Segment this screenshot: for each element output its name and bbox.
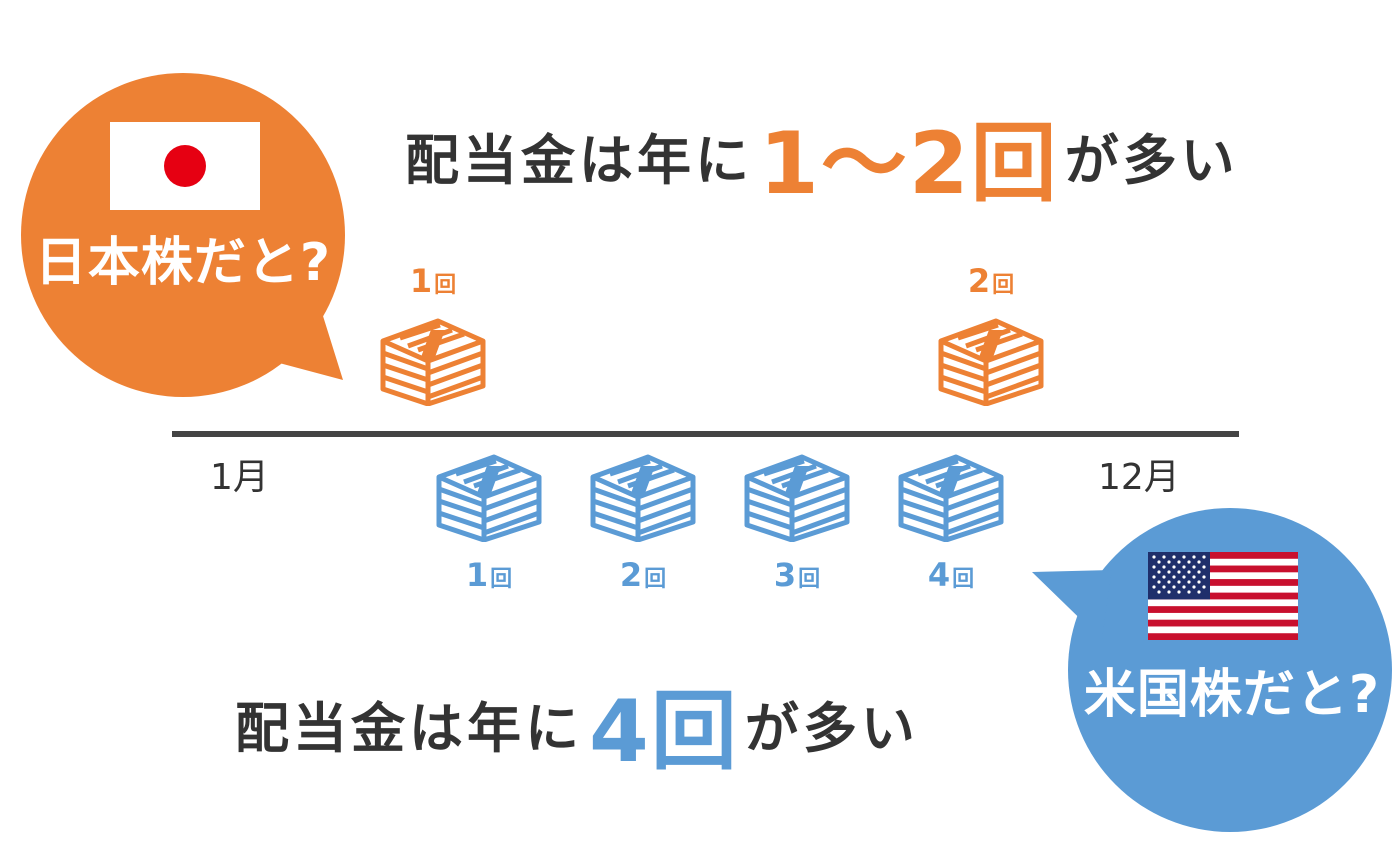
us-bubble-label: 米国株だと? <box>1083 665 1381 725</box>
timeline-start-label: 1月 <box>210 457 269 498</box>
money-stack-icon <box>896 452 1006 542</box>
jp-bubble-label: 日本株だと? <box>34 233 332 293</box>
japan-flag-icon <box>110 122 260 210</box>
jp-headline-highlight: 1〜2回 <box>759 113 1059 214</box>
us-flag-icon <box>1148 552 1298 640</box>
money-stack-icon <box>378 316 488 406</box>
jp-payment-label-2: 2回 <box>967 262 1015 300</box>
us-bubble: 米国株だと? <box>1032 500 1400 840</box>
money-stack-icon <box>588 452 698 542</box>
us-headline: 配当金は年に 4回 が多い <box>235 668 919 782</box>
money-stack-icon <box>434 452 544 542</box>
money-stack-icon <box>936 316 1046 406</box>
timeline-line <box>172 431 1239 437</box>
us-payment-label-2: 2回 <box>619 556 667 594</box>
us-headline-prefix: 配当金は年に <box>235 696 583 760</box>
us-payment-label-4: 4回 <box>927 556 975 594</box>
jp-headline: 配当金は年に 1〜2回 が多い <box>405 100 1239 214</box>
us-headline-highlight: 4回 <box>589 681 739 782</box>
money-stack-icon <box>742 452 852 542</box>
jp-bubble: 日本株だと? <box>18 70 358 410</box>
us-payment-label-1: 1回 <box>465 556 513 594</box>
timeline-end-label: 12月 <box>1098 457 1180 498</box>
jp-headline-prefix: 配当金は年に <box>405 128 753 192</box>
jp-headline-suffix: が多い <box>1064 128 1239 192</box>
us-headline-suffix: が多い <box>744 696 919 760</box>
us-payment-label-3: 3回 <box>773 556 821 594</box>
jp-payment-label-1: 1回 <box>409 262 457 300</box>
